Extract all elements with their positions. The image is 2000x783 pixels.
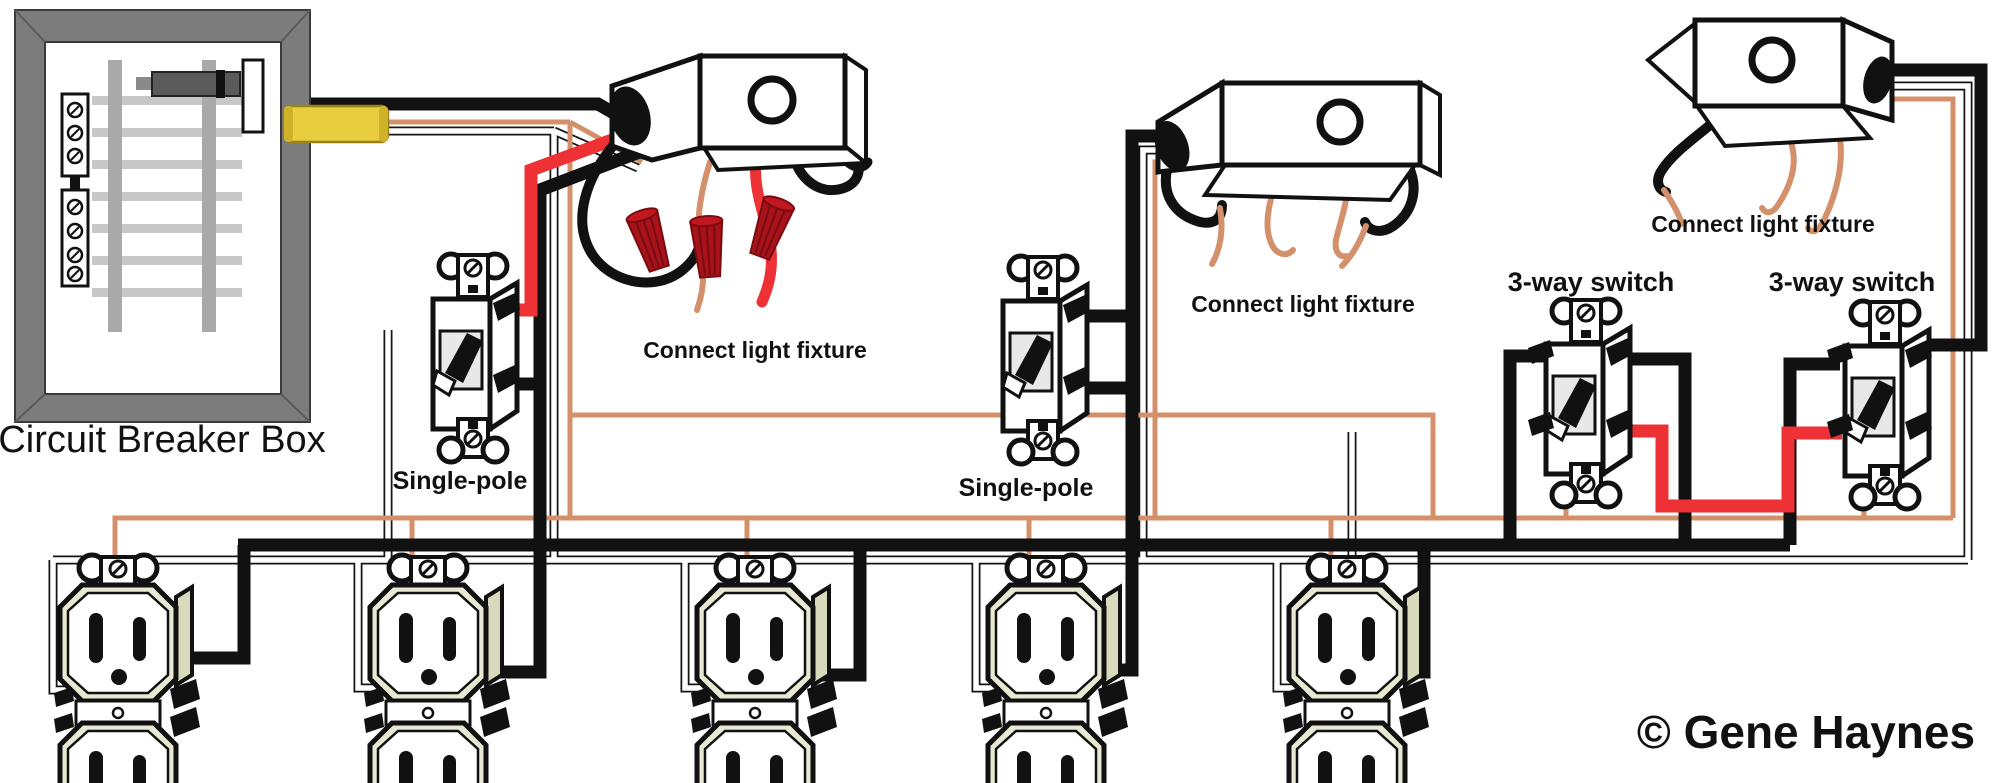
outlet-5 bbox=[1283, 555, 1429, 783]
single-pole-switch-2 bbox=[1003, 256, 1090, 464]
ground-wire-fixture3 bbox=[1885, 96, 1956, 518]
hot-traveler-left bbox=[1622, 352, 1692, 545]
knockout-hole bbox=[747, 75, 797, 125]
breaker-main-lug bbox=[241, 58, 265, 134]
fixture-3-label: Connect light fixture bbox=[1651, 211, 1875, 237]
three-way-2-label: 3-way switch bbox=[1769, 267, 1936, 297]
circuit-breaker bbox=[136, 70, 241, 98]
cable-entry bbox=[1154, 120, 1190, 172]
knockout-hole bbox=[1316, 98, 1364, 146]
wire-nut bbox=[624, 204, 676, 275]
neutral-bar bbox=[60, 92, 90, 288]
red-traveler-u bbox=[1618, 424, 1842, 513]
cable-entry bbox=[1863, 56, 1893, 104]
hot-wire-switchleg-2 bbox=[1108, 129, 1218, 677]
ground-wire-switchbox-run bbox=[570, 412, 1436, 518]
light-fixture-3 bbox=[1644, 16, 1895, 235]
single-pole-2-label: Single-pole bbox=[959, 474, 1094, 502]
outlet-3 bbox=[691, 555, 837, 783]
light-fixture-1 bbox=[577, 52, 873, 313]
breaker-box-label: Circuit Breaker Box bbox=[0, 419, 326, 461]
circuit-breaker-box bbox=[14, 9, 311, 423]
ground-wire-bottom-run bbox=[112, 515, 1953, 572]
three-way-1-label: 3-way switch bbox=[1508, 267, 1675, 297]
outlet-1 bbox=[54, 555, 200, 783]
hot-wire-fixture3 bbox=[1872, 63, 1988, 352]
single-pole-1-label: Single-pole bbox=[393, 467, 528, 495]
light-fixture-2 bbox=[1154, 78, 1442, 269]
hot-loop-outlet3 bbox=[818, 545, 867, 682]
breaker-bus-ladder bbox=[92, 60, 242, 332]
copyright: © Gene Haynes bbox=[1637, 706, 1975, 758]
knockout-hole bbox=[1748, 36, 1796, 84]
wire-nut bbox=[688, 213, 728, 280]
cable-sheath bbox=[282, 104, 390, 144]
wire-nut bbox=[743, 192, 797, 263]
neutral-wires bbox=[48, 81, 1973, 695]
three-way-switch-1 bbox=[1528, 299, 1633, 507]
cable-entry bbox=[609, 86, 651, 146]
hot-loop-outlet1 bbox=[178, 545, 251, 665]
three-way-switch-2 bbox=[1827, 301, 1932, 509]
outlet-4 bbox=[982, 555, 1128, 783]
fixture-2-label: Connect light fixture bbox=[1191, 291, 1415, 317]
single-pole-switch-1 bbox=[433, 254, 520, 462]
fixture-1-label: Connect light fixture bbox=[643, 337, 867, 363]
outlet-2 bbox=[364, 555, 510, 783]
